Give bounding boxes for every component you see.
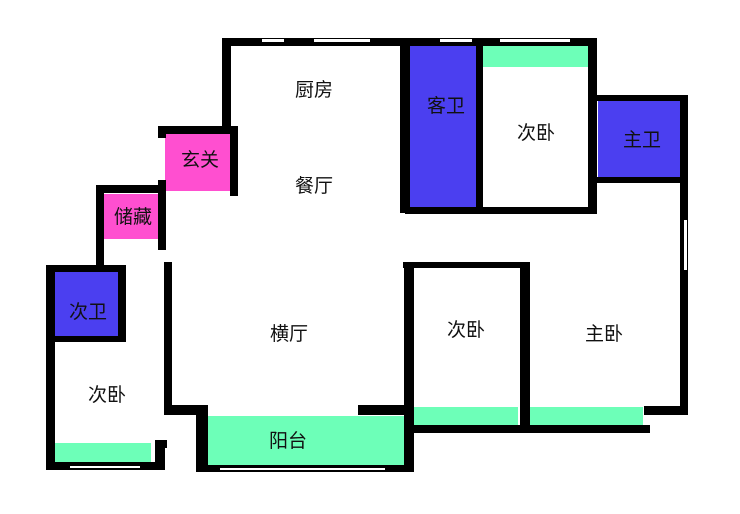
second-bedroom-top-label: 次卧 xyxy=(517,122,555,144)
guest-bath-fill xyxy=(408,45,476,211)
guest-bath-label: 客卫 xyxy=(427,95,465,117)
master-bath-label: 主卫 xyxy=(623,129,661,151)
second-bath-fill xyxy=(55,270,121,340)
bedroom-left-window-strip xyxy=(55,443,151,463)
entrance-fill xyxy=(165,133,235,191)
living-label: 横厅 xyxy=(270,323,308,345)
balcony-label: 阳台 xyxy=(269,430,307,452)
bedroom-top-window-strip xyxy=(482,45,588,67)
storage-label: 储藏 xyxy=(114,206,152,228)
windows xyxy=(70,39,687,470)
entrance-label: 玄关 xyxy=(181,149,219,171)
walls xyxy=(46,38,688,472)
kitchen-label: 厨房 xyxy=(295,79,333,101)
second-bedroom-left-label: 次卧 xyxy=(88,384,126,406)
master-bedroom-window-strip xyxy=(529,407,643,427)
second-bedroom-mid-label: 次卧 xyxy=(447,319,485,341)
second-bath-label: 次卫 xyxy=(69,301,107,323)
master-bedroom-label: 主卧 xyxy=(585,323,623,345)
master-bath-fill xyxy=(598,98,681,181)
balcony-fill xyxy=(205,416,405,468)
bedroom-mid-window-strip xyxy=(413,407,518,427)
dining-label: 餐厅 xyxy=(295,175,333,197)
storage-fill xyxy=(104,194,162,239)
